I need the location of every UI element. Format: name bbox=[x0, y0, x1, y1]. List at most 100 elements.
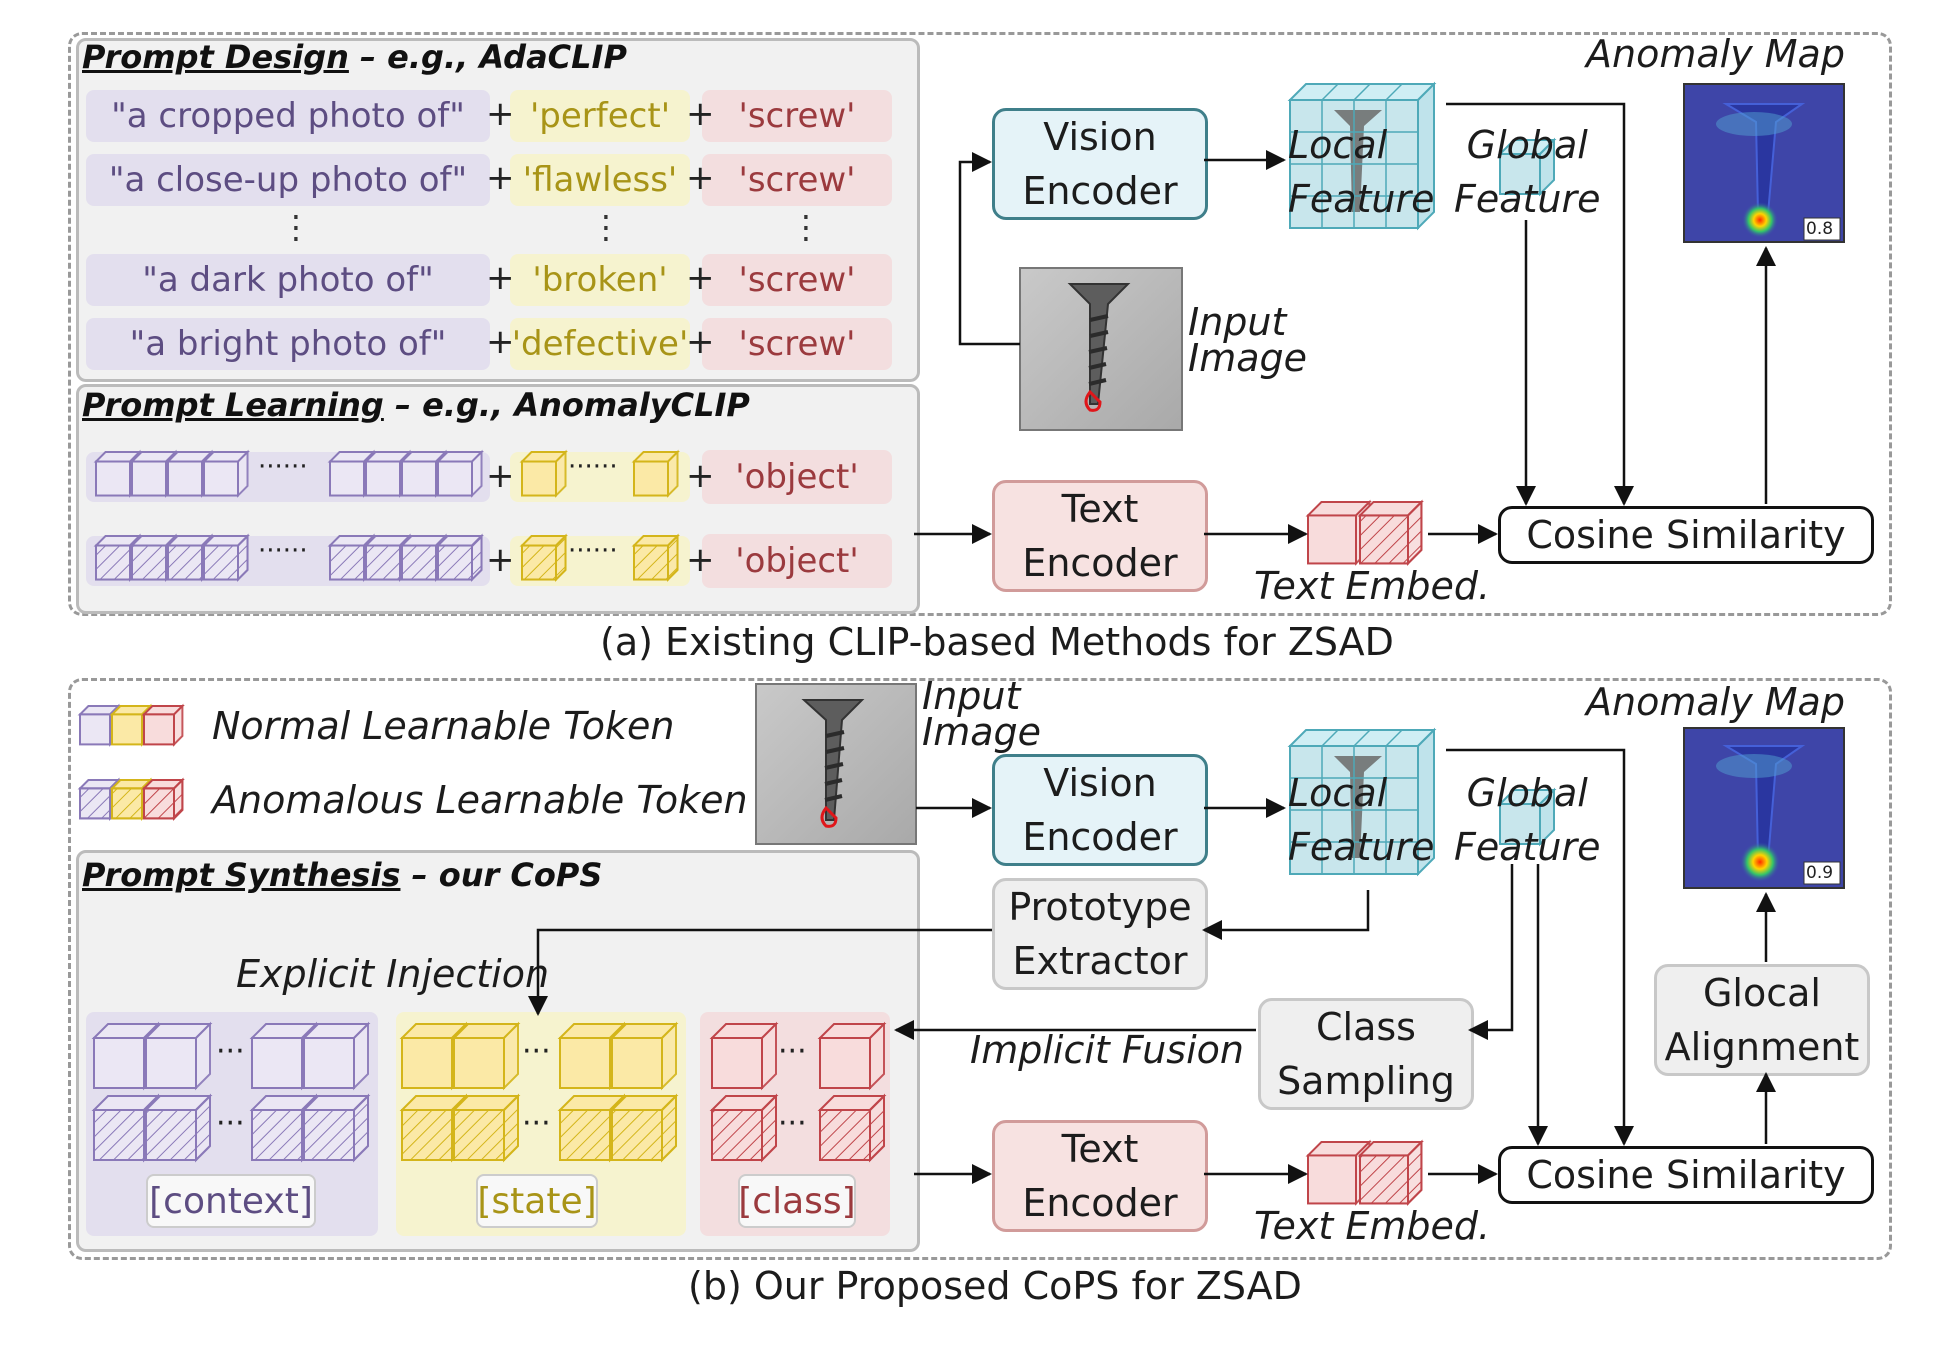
prompt-design-class-3: 'screw' bbox=[702, 254, 892, 306]
class-token-cube bbox=[709, 1093, 779, 1163]
arrows-panel-a bbox=[914, 102, 1776, 544]
prompt-design-context-2: "a close-up photo of" bbox=[86, 154, 490, 206]
legend-normal-class-cube bbox=[141, 703, 185, 747]
prompt-design-context-4: "a bright photo of" bbox=[86, 318, 490, 370]
anomaly-map-image-b bbox=[1683, 727, 1845, 889]
prompt-design-plus: + bbox=[686, 158, 715, 198]
global-feature-cube-a bbox=[1497, 137, 1557, 197]
prompt-learning-title: Prompt Learning – e.g., AnomalyCLIP bbox=[82, 386, 750, 424]
glocal-alignment-box: Glocal Alignment bbox=[1654, 964, 1870, 1076]
pl-class-cell-1: 'object' bbox=[702, 450, 892, 504]
state-token-cube bbox=[451, 1021, 521, 1091]
class-tag: [class] bbox=[738, 1174, 856, 1228]
text-embed-label-a: Text Embed. bbox=[1254, 564, 1491, 608]
caption-b: (b) Our Proposed CoPS for ZSAD bbox=[688, 1264, 1302, 1308]
context-token-cube bbox=[201, 449, 250, 498]
pl-plus-1b: + bbox=[686, 456, 715, 496]
input-image-label-a: Input Image bbox=[1188, 300, 1308, 380]
prompt-synthesis-title: Prompt Synthesis – our CoPS bbox=[82, 856, 603, 894]
context-token-cube bbox=[143, 1021, 213, 1091]
prompt-design-vdots: ⋮ bbox=[280, 208, 312, 246]
legend-anomalous-label: Anomalous Learnable Token bbox=[212, 778, 748, 822]
cosine-similarity-b: Cosine Similarity bbox=[1498, 1146, 1874, 1204]
context-token-cube bbox=[435, 533, 484, 582]
context-dots-1: ··· bbox=[216, 1034, 245, 1069]
prompt-design-context-1: "a cropped photo of" bbox=[86, 90, 490, 142]
vision-encoder-a: Vision Encoder bbox=[992, 108, 1208, 220]
anomaly-score-a: 0.8 bbox=[1806, 219, 1834, 239]
pl-dots-1b: ······ bbox=[568, 452, 618, 482]
prompt-design-state-2: 'flawless' bbox=[510, 154, 690, 206]
class-token-cube bbox=[709, 1021, 779, 1091]
prototype-extractor-box: Prototype Extractor bbox=[992, 878, 1208, 990]
input-image-a bbox=[1019, 267, 1183, 431]
prompt-design-plus: + bbox=[486, 94, 515, 134]
legend-normal-label: Normal Learnable Token bbox=[212, 704, 675, 748]
prompt-design-class-1: 'screw' bbox=[702, 90, 892, 142]
context-token-cube bbox=[201, 533, 250, 582]
legend-anomalous-class-cube bbox=[141, 777, 185, 821]
state-token-cube bbox=[631, 449, 680, 498]
state-token-cube bbox=[631, 533, 680, 582]
prompt-design-plus: + bbox=[486, 158, 515, 198]
learnable-token-cubes bbox=[77, 449, 1424, 1206]
pl-plus-2b: + bbox=[686, 540, 715, 580]
explicit-injection-label: Explicit Injection bbox=[236, 952, 550, 996]
state-token-cube bbox=[609, 1093, 679, 1163]
context-token-cube bbox=[399, 533, 448, 582]
prompt-design-state-1: 'perfect' bbox=[510, 90, 690, 142]
pl-dots-1a: ······ bbox=[258, 452, 308, 482]
prompt-design-plus: + bbox=[486, 322, 515, 362]
prompt-design-vdots: ⋮ bbox=[790, 208, 822, 246]
context-dots-2: ··· bbox=[216, 1106, 245, 1141]
text-encoder-b: Text Encoder bbox=[992, 1120, 1208, 1232]
state-token-cube bbox=[451, 1093, 521, 1163]
state-dots-1: ··· bbox=[522, 1034, 551, 1069]
global-feature-label-b: Global Feature bbox=[1454, 771, 1601, 869]
prompt-design-vdots: ⋮ bbox=[590, 208, 622, 246]
arrows-panel-b bbox=[528, 748, 1776, 1184]
anomaly-map-image-a bbox=[1683, 83, 1845, 243]
pl-plus-1a: + bbox=[486, 456, 515, 496]
class-sampling-box: Class Sampling bbox=[1258, 998, 1474, 1110]
vision-encoder-b: Vision Encoder bbox=[992, 754, 1208, 866]
text-embed-normal-cube bbox=[1305, 1139, 1372, 1206]
text-encoder-a: Text Encoder bbox=[992, 480, 1208, 592]
prompt-design-class-4: 'screw' bbox=[702, 318, 892, 370]
context-token-cube bbox=[301, 1021, 371, 1091]
caption-a: (a) Existing CLIP-based Methods for ZSAD bbox=[600, 620, 1394, 664]
state-token-cube bbox=[519, 533, 568, 582]
local-feature-grid-b bbox=[1287, 727, 1437, 877]
class-token-cube bbox=[817, 1021, 887, 1091]
prompt-design-state-3: 'broken' bbox=[510, 254, 690, 306]
prompt-design-plus: + bbox=[486, 258, 515, 298]
prompt-design-plus: + bbox=[686, 94, 715, 134]
text-embed-anomalous-cube bbox=[1357, 499, 1424, 566]
pl-class-cell-2: 'object' bbox=[702, 534, 892, 588]
implicit-fusion-label: Implicit Fusion bbox=[970, 1028, 1244, 1072]
class-dots-1: ··· bbox=[778, 1034, 807, 1069]
local-feature-label-b: Local Feature bbox=[1288, 771, 1435, 869]
prompt-design-state-4: 'defective' bbox=[510, 318, 690, 370]
input-image-label-b: Input Image bbox=[922, 674, 1042, 754]
global-feature-label-a: Global Feature bbox=[1454, 123, 1601, 221]
anomaly-map-title-b: Anomaly Map bbox=[1586, 680, 1845, 724]
pl-dots-2b: ······ bbox=[568, 536, 618, 566]
prompt-design-plus: + bbox=[686, 258, 715, 298]
cosine-similarity-a: Cosine Similarity bbox=[1498, 506, 1874, 564]
pl-plus-2a: + bbox=[486, 540, 515, 580]
local-feature-grid-a bbox=[1287, 81, 1437, 231]
panel-a-frame bbox=[68, 32, 1892, 616]
text-embed-anomalous-cube bbox=[1357, 1139, 1424, 1206]
context-tag: [context] bbox=[146, 1174, 316, 1228]
local-feature-label-a: Local Feature bbox=[1288, 123, 1435, 221]
panel-b-frame bbox=[68, 678, 1892, 1260]
context-token-cube bbox=[129, 449, 178, 498]
prompt-design-class-2: 'screw' bbox=[702, 154, 892, 206]
class-token-cube bbox=[817, 1093, 887, 1163]
prompt-design-plus: + bbox=[686, 322, 715, 362]
global-feature-cube-b bbox=[1497, 787, 1557, 847]
context-token-cube bbox=[143, 1093, 213, 1163]
context-token-cube bbox=[435, 449, 484, 498]
